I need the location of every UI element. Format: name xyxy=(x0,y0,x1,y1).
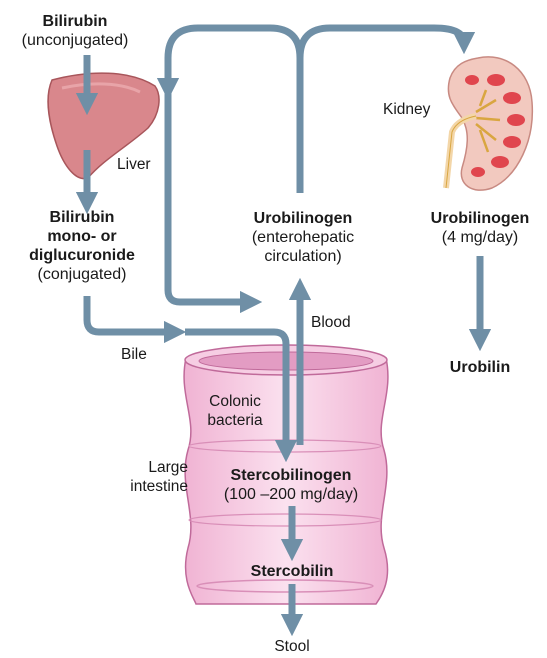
kidney-label: Kidney xyxy=(383,100,430,119)
large-intestine-line1: Large xyxy=(108,458,188,477)
kidney-illustration xyxy=(446,57,532,190)
urobilin-label: Urobilin xyxy=(430,358,530,377)
bilirubin-conjugated-label: Bilirubin mono- or diglucuronide (conjug… xyxy=(2,208,162,284)
urobilinogen-entero-title: Urobilinogen xyxy=(218,209,388,228)
urobilinogen-entero-line3: circulation) xyxy=(218,247,388,266)
stercobilin-label: Stercobilin xyxy=(226,562,358,581)
urobilinogen-urine-label: Urobilinogen (4 mg/day) xyxy=(400,209,547,247)
bile-label: Bile xyxy=(121,345,147,364)
blood-label: Blood xyxy=(311,313,351,332)
bilirubin-conj-subtitle: (conjugated) xyxy=(2,265,162,284)
stercobilinogen-subtitle: (100 –200 mg/day) xyxy=(196,485,386,504)
stercobilinogen-title: Stercobilinogen xyxy=(196,466,386,485)
bilirubin-subtitle: (unconjugated) xyxy=(0,31,150,50)
colonic-bacteria-label: Colonic bacteria xyxy=(195,392,275,430)
urobilinogen-enterohepatic-label: Urobilinogen (enterohepatic circulation) xyxy=(218,209,388,266)
bilirubin-conj-line3: diglucuronide xyxy=(2,246,162,265)
arrow-to-kidney xyxy=(300,28,464,58)
bilirubin-title: Bilirubin xyxy=(0,12,150,31)
large-intestine-label: Large intestine xyxy=(108,458,188,496)
large-intestine-line2: intestine xyxy=(108,477,188,496)
arrow-bile-to-intestine xyxy=(87,296,175,332)
stool-label: Stool xyxy=(262,637,322,656)
bilirubin-conj-line1: Bilirubin xyxy=(2,208,162,227)
liver-label: Liver xyxy=(117,155,151,174)
colonic-bacteria-line1: Colonic xyxy=(195,392,275,411)
stercobilinogen-label: Stercobilinogen (100 –200 mg/day) xyxy=(196,466,386,504)
urobilinogen-urine-title: Urobilinogen xyxy=(400,209,547,228)
bilirubin-conj-line2: mono- or xyxy=(2,227,162,246)
urobilinogen-urine-subtitle: (4 mg/day) xyxy=(400,228,547,247)
urobilinogen-entero-line2: (enterohepatic xyxy=(218,228,388,247)
colonic-bacteria-line2: bacteria xyxy=(195,411,275,430)
bilirubin-unconjugated-label: Bilirubin (unconjugated) xyxy=(0,12,150,50)
